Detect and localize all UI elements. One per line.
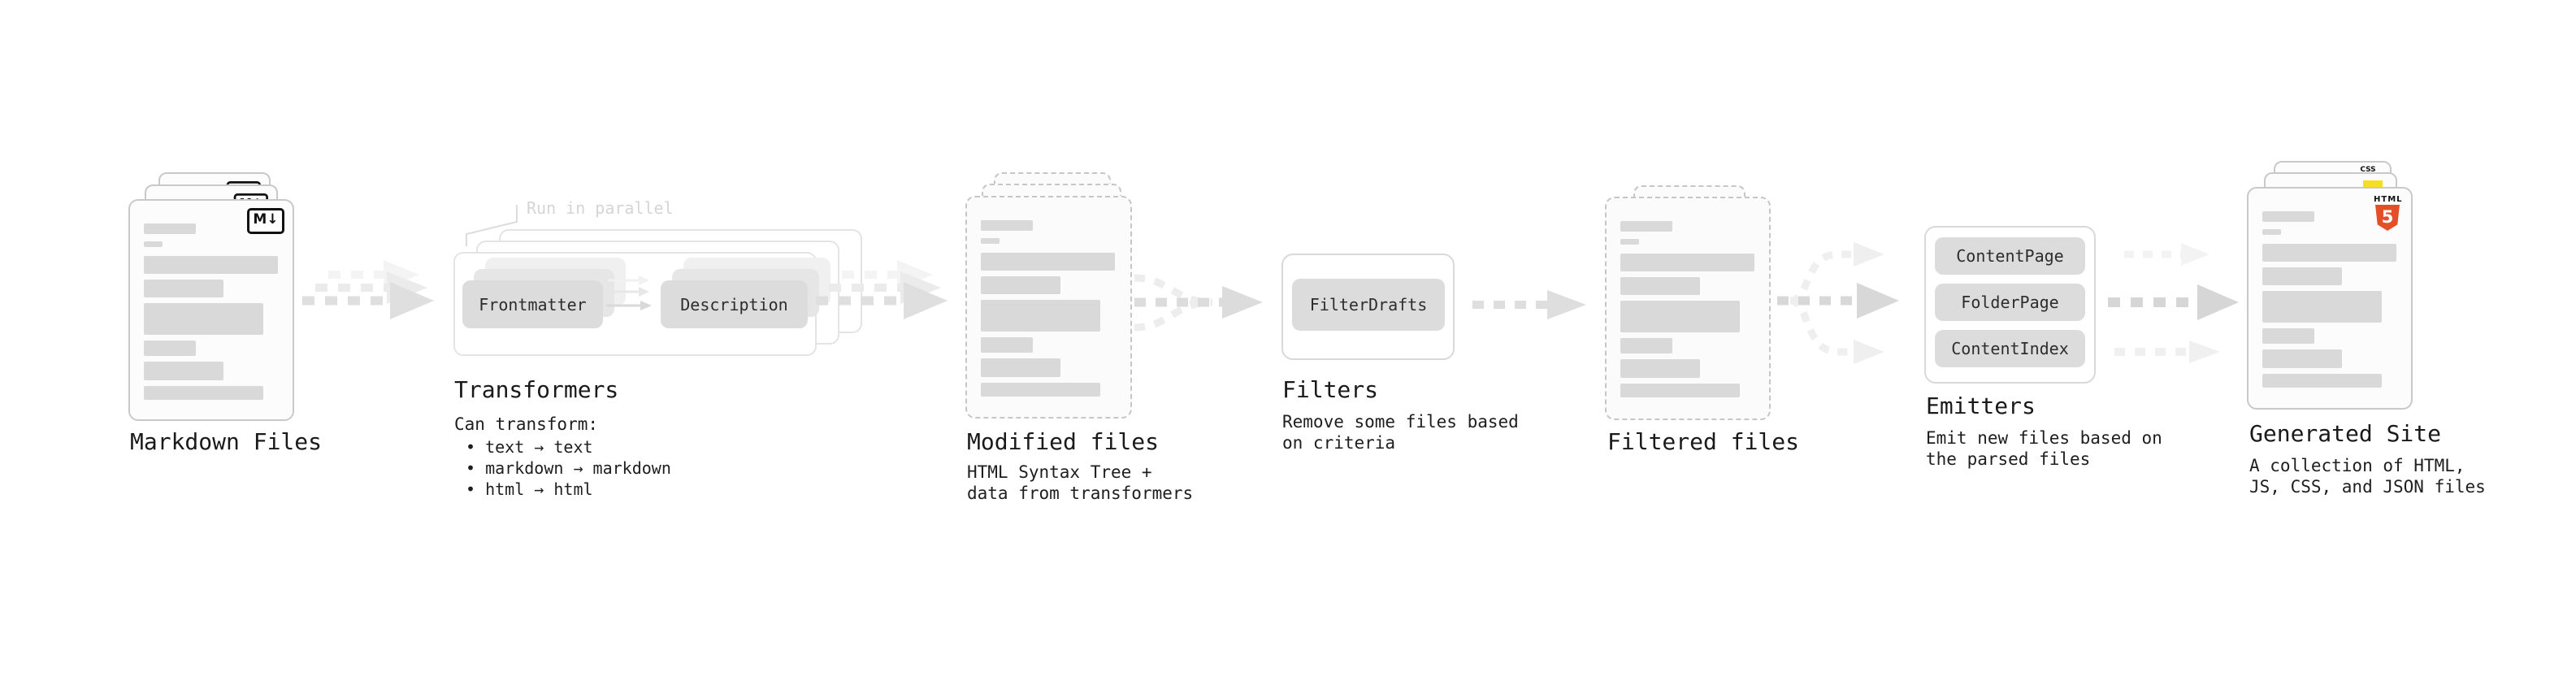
content-placeholder-bar	[981, 337, 1033, 353]
generated-site-label: Generated Site	[2249, 420, 2442, 447]
css-icon-text: CSS	[2360, 166, 2376, 174]
content-placeholder-bar	[2262, 211, 2314, 222]
annotation-leader-line	[466, 205, 518, 246]
content-placeholder-bar	[144, 280, 223, 297]
arrow-filters-to-filtered	[1472, 290, 1586, 319]
filterdrafts-chip: FilterDrafts	[1292, 279, 1445, 331]
content-placeholder-bar	[981, 253, 1115, 271]
html5-icon: HTML 5	[2374, 195, 2403, 231]
frontmatter-chip: Frontmatter	[462, 280, 603, 328]
content-placeholder-bar	[981, 300, 1100, 332]
transformers-notes: text → text markdown → markdown html → h…	[466, 436, 671, 500]
content-placeholder-bar	[2262, 244, 2396, 262]
content-placeholder-bar	[981, 220, 1033, 231]
markdown-files-label: Markdown Files	[130, 428, 323, 455]
arrows-emitters-to-site	[2108, 243, 2239, 363]
content-placeholder-bar	[981, 383, 1100, 397]
content-placeholder-bar	[1620, 338, 1672, 354]
transform-rule: text → text	[466, 436, 671, 458]
run-in-parallel-annotation: Run in parallel	[527, 198, 674, 218]
content-placeholder-bar	[144, 303, 263, 335]
content-placeholder-bar	[2262, 229, 2281, 235]
content-placeholder-bar	[144, 256, 278, 274]
description-chip: Description	[661, 280, 808, 328]
content-placeholder-bar	[981, 358, 1060, 377]
js-icon	[2363, 180, 2383, 189]
filters-note: Remove some files based on criteria	[1282, 412, 1519, 453]
content-placeholder-bar	[1620, 221, 1672, 232]
modified-files-label: Modified files	[967, 428, 1160, 455]
content-placeholder-bar	[144, 386, 263, 400]
html5-icon-word: HTML	[2374, 195, 2403, 204]
site-file-card-html: HTML 5	[2247, 187, 2413, 410]
modified-files-note: HTML Syntax Tree + data from transformer…	[967, 462, 1194, 503]
arrows-frontmatter-to-description	[606, 275, 652, 310]
content-placeholder-bar	[981, 276, 1060, 294]
markdown-file-card-front: M↓	[128, 199, 294, 421]
generated-site-note: A collection of HTML, JS, CSS, and JSON …	[2249, 456, 2486, 497]
markdown-icon: M↓	[247, 208, 284, 234]
content-placeholder-bar	[144, 362, 223, 380]
folderpage-chip: FolderPage	[1935, 284, 2085, 321]
arrow-parallel-markdown-to-transformers	[302, 260, 434, 319]
arrow-merge-modified-to-filters	[1134, 274, 1263, 332]
content-placeholder-bar	[981, 238, 1000, 244]
transformers-label: Transformers	[454, 376, 619, 403]
emitters-note: Emit new files based on the parsed files	[1926, 428, 2162, 469]
contentindex-chip: ContentIndex	[1935, 330, 2085, 367]
content-placeholder-bar	[1620, 277, 1700, 295]
content-placeholder-bar	[2262, 328, 2314, 344]
filtered-files-label: Filtered files	[1607, 428, 1800, 455]
content-placeholder-bar	[1620, 254, 1754, 271]
arrow-parallel-transformers-to-modified	[816, 260, 948, 319]
modified-file-card-front	[965, 196, 1132, 419]
content-placeholder-bar	[2262, 291, 2382, 323]
emitters-label: Emitters	[1926, 393, 2036, 419]
content-placeholder-bar	[1620, 239, 1639, 245]
arrow-split-filtered-to-emitters	[1777, 242, 1899, 364]
content-placeholder-bar	[2262, 374, 2382, 388]
html5-icon-number: 5	[2381, 207, 2394, 227]
contentpage-chip: ContentPage	[1935, 237, 2085, 275]
content-placeholder-bar	[1620, 359, 1700, 378]
transform-rule: markdown → markdown	[466, 458, 671, 479]
html5-icon-shield: 5	[2375, 205, 2400, 231]
content-placeholder-bar	[144, 340, 196, 356]
content-placeholder-bar	[144, 241, 163, 247]
transform-rule: html → html	[466, 479, 671, 500]
content-placeholder-bar	[144, 223, 196, 234]
content-placeholder-bar	[1620, 384, 1740, 397]
content-placeholder-bar	[1620, 301, 1740, 332]
filtered-file-card-front	[1605, 197, 1771, 420]
content-placeholder-bar	[2262, 349, 2342, 368]
content-placeholder-bar	[2262, 267, 2342, 285]
transformers-note-title: Can transform:	[454, 414, 599, 434]
filters-label: Filters	[1282, 376, 1379, 403]
